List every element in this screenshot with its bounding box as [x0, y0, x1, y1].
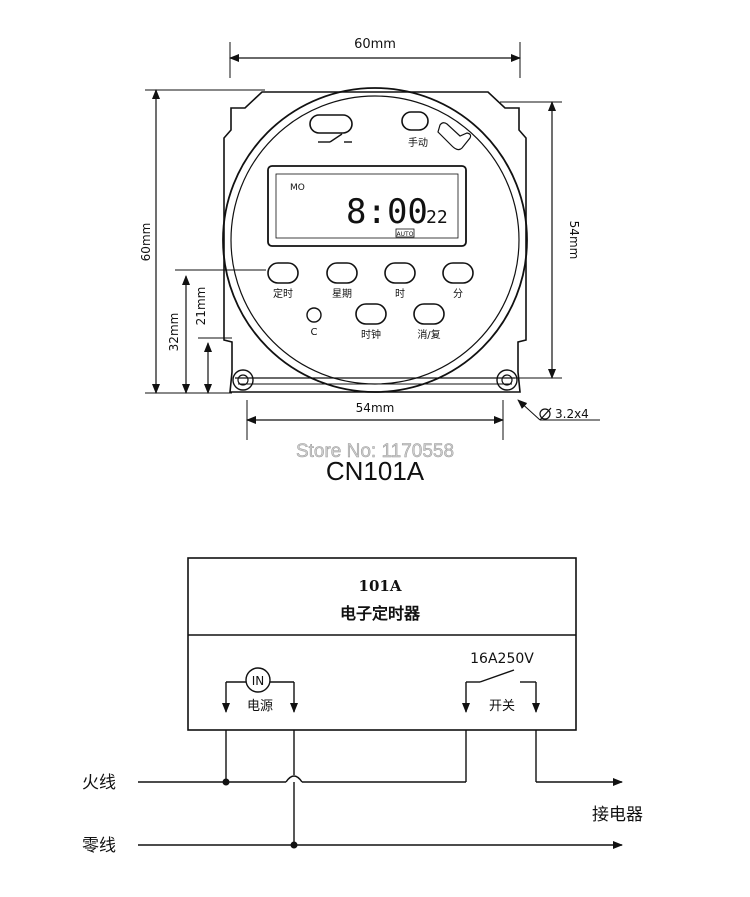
dimension-32-label: 32mm [167, 313, 181, 352]
week-button-label: 星期 [332, 288, 352, 300]
mounting-hole-right [496, 369, 518, 391]
dimension-left-label: 60mm [139, 223, 153, 262]
mounting-hole-left [232, 369, 254, 391]
power-label: 电源 [247, 699, 273, 714]
wire-crossover [285, 775, 303, 783]
wiring-subtitle: 电子定时器 [340, 604, 421, 623]
housing-outline [223, 91, 527, 393]
lcd-mode-indicator: AUTO [397, 231, 414, 238]
lcd-frame [267, 165, 467, 247]
diameter-icon [539, 407, 552, 421]
store-watermark: Store No: 1170558 [296, 441, 454, 462]
dimension-right-label: 54mm [567, 221, 581, 260]
timer-button-label: 定时 [273, 287, 293, 300]
wiring-diagram: 101A 电子定时器 IN 电源 16A250V 开关 火线 接电器 [82, 557, 643, 856]
timer-box [187, 557, 577, 731]
lcd-day-indicator: MO [290, 183, 305, 193]
clock-button[interactable] [355, 303, 387, 325]
week-button[interactable] [326, 262, 358, 284]
hour-button[interactable] [384, 262, 416, 284]
motor-symbol [245, 667, 271, 693]
timer-face-outer [222, 87, 528, 393]
lcd-screen [275, 173, 459, 239]
motor-symbol-label: IN [252, 674, 265, 688]
lcd-seconds: 22 [426, 207, 448, 228]
manual-switch-slot [309, 114, 353, 143]
hole-note-label: 3.2x4 [555, 407, 589, 421]
neutral-junction [290, 841, 298, 849]
lcd-time: 8:00 [346, 192, 428, 232]
wiring-title: 101A [359, 577, 402, 595]
contactor-label: 接电器 [592, 805, 643, 825]
clock-button-label: 时钟 [361, 328, 381, 341]
hour-button-label: 时 [395, 288, 405, 300]
reset-button-label: C [311, 327, 318, 338]
manual-button[interactable] [401, 111, 429, 131]
dimension-top-label: 60mm [354, 37, 396, 52]
timer-device-drawing: 60mm 60mm 32mm 21mm 54mm 54mm 3.2x4 [139, 37, 600, 486]
live-junction [222, 778, 230, 786]
live-wire-label: 火线 [82, 773, 116, 793]
timer-button[interactable] [267, 262, 299, 284]
minute-button-label: 分 [453, 288, 463, 300]
manual-button-label: 手动 [408, 136, 428, 149]
model-label: CN101A [326, 456, 425, 486]
hand-pointer-icon [437, 122, 472, 151]
cancel-button[interactable] [413, 303, 445, 325]
switch-label: 开关 [489, 699, 515, 714]
dimension-bottom-label: 54mm [356, 401, 395, 415]
neutral-wire-label: 零线 [82, 836, 116, 856]
dimension-21-label: 21mm [194, 287, 208, 326]
minute-button[interactable] [442, 262, 474, 284]
rating-label: 16A250V [470, 651, 534, 667]
timer-face-inner [230, 95, 520, 385]
cancel-button-label: 消/复 [417, 328, 440, 341]
reset-button[interactable] [306, 307, 322, 323]
